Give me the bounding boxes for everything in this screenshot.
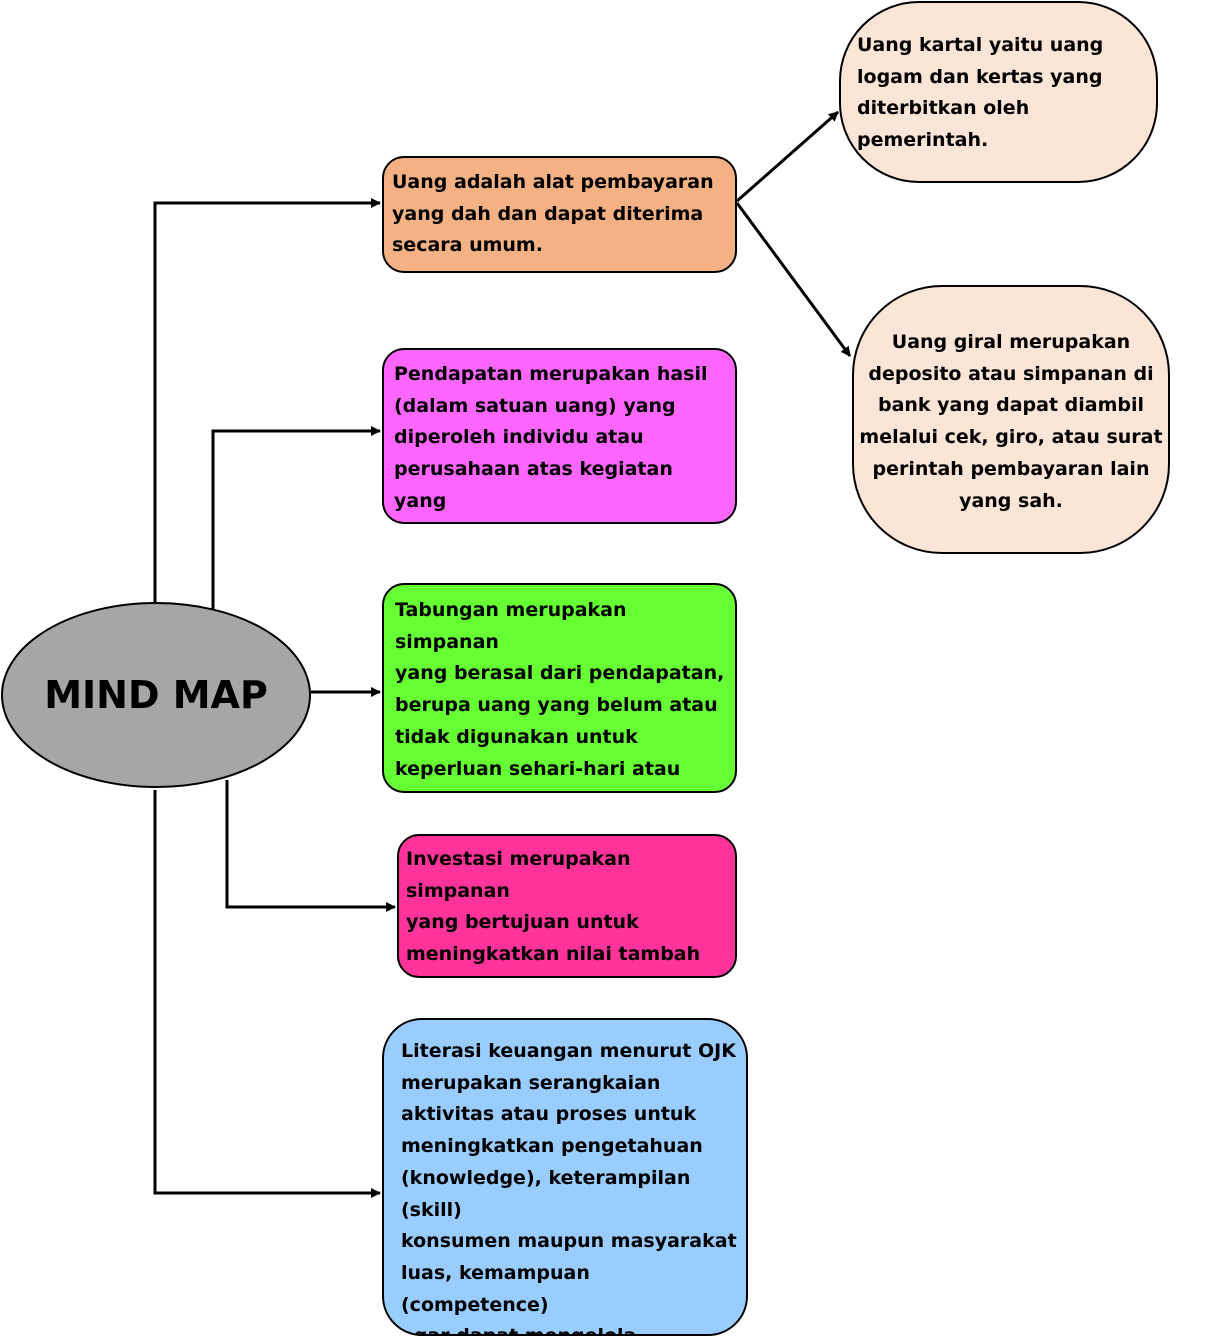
subtopic-uang-kartal: Uang kartal yaitu uang logam dan kertas … bbox=[839, 1, 1158, 183]
connector-literasi bbox=[153, 790, 381, 1198]
center-label: MIND MAP bbox=[44, 673, 268, 717]
connector-uang-kartal bbox=[736, 110, 839, 203]
connector-pendapatan bbox=[211, 426, 381, 610]
topic-literasi: Literasi keuangan menurut OJK merupakan … bbox=[382, 1018, 748, 1336]
center-node: MIND MAP bbox=[1, 602, 311, 788]
connector-investasi bbox=[225, 780, 396, 912]
connector-uang-giral bbox=[735, 202, 852, 357]
topic-uang: Uang adalah alat pembayaran yang dah dan… bbox=[382, 156, 737, 273]
connector-uang bbox=[153, 198, 381, 603]
center-ellipse bbox=[1, 602, 311, 788]
subtopic-uang-giral: Uang giral merupakan deposito atau simpa… bbox=[852, 285, 1170, 554]
topic-tabungan: Tabungan merupakan simpanan yang berasal… bbox=[382, 583, 737, 793]
topic-investasi: Investasi merupakan simpanan yang bertuj… bbox=[397, 834, 737, 978]
topic-pendapatan: Pendapatan merupakan hasil (dalam satuan… bbox=[382, 348, 737, 524]
